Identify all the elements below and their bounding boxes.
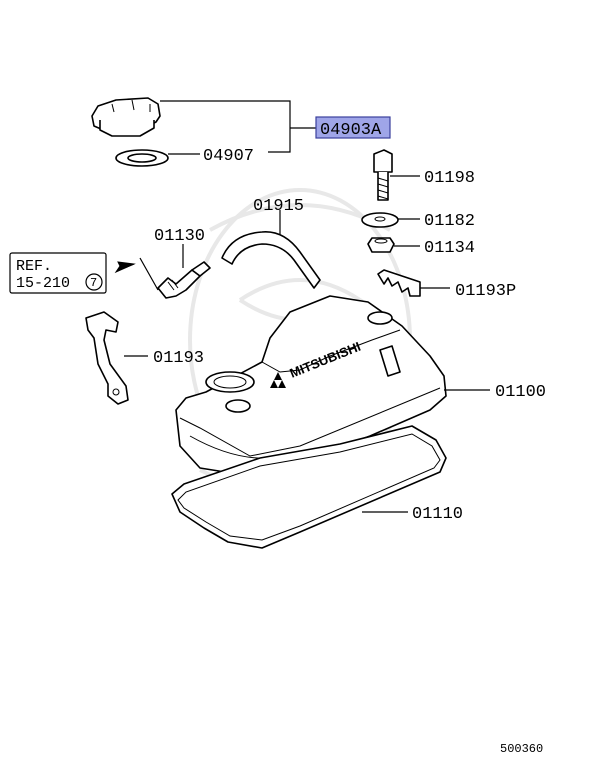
oil-filler-cap[interactable] bbox=[91, 97, 161, 137]
highlight-box bbox=[315, 116, 391, 139]
bolt[interactable] bbox=[373, 149, 393, 201]
cap-gasket[interactable] bbox=[115, 149, 169, 167]
label-bolt[interactable]: 01198 bbox=[424, 169, 475, 188]
leader-line-cap bbox=[160, 100, 291, 153]
rocker-cover[interactable]: MITSUBISHI bbox=[175, 295, 447, 477]
bracket[interactable] bbox=[85, 311, 129, 405]
label-washer[interactable]: 01182 bbox=[424, 212, 475, 231]
diagram-code: 500360 bbox=[500, 742, 543, 756]
reference-line-1: REF. bbox=[16, 258, 52, 275]
pcv-valve[interactable] bbox=[157, 261, 211, 299]
label-hose[interactable]: 01915 bbox=[253, 197, 304, 216]
breather-hose[interactable] bbox=[221, 231, 321, 289]
three-diamond-logo bbox=[270, 372, 286, 388]
label-clip-p[interactable]: 01193P bbox=[455, 282, 516, 301]
reference-box[interactable]: REF. 15-210 7 bbox=[9, 252, 107, 294]
rocker-cover-gasket[interactable] bbox=[171, 425, 447, 549]
label-grommet[interactable]: 01134 bbox=[424, 239, 475, 258]
label-pcv[interactable]: 01130 bbox=[154, 227, 205, 246]
grommet[interactable] bbox=[367, 237, 395, 253]
reference-circle-number: 7 bbox=[90, 276, 97, 290]
label-rocker-cover[interactable]: 01100 bbox=[495, 383, 546, 402]
label-bracket[interactable]: 01193 bbox=[153, 349, 204, 368]
leader-line-pcv bbox=[139, 244, 184, 291]
label-cap-assy[interactable]: 04903A bbox=[320, 121, 382, 140]
reference-circle bbox=[85, 273, 103, 291]
reference-arrow-shaft bbox=[123, 263, 135, 269]
reference-line-2: 15-210 bbox=[16, 275, 70, 292]
wire-clip[interactable] bbox=[377, 269, 421, 297]
washer[interactable] bbox=[361, 212, 399, 228]
label-cap-gasket[interactable]: 04907 bbox=[203, 147, 254, 166]
label-cover-gasket[interactable]: 01110 bbox=[412, 505, 463, 524]
